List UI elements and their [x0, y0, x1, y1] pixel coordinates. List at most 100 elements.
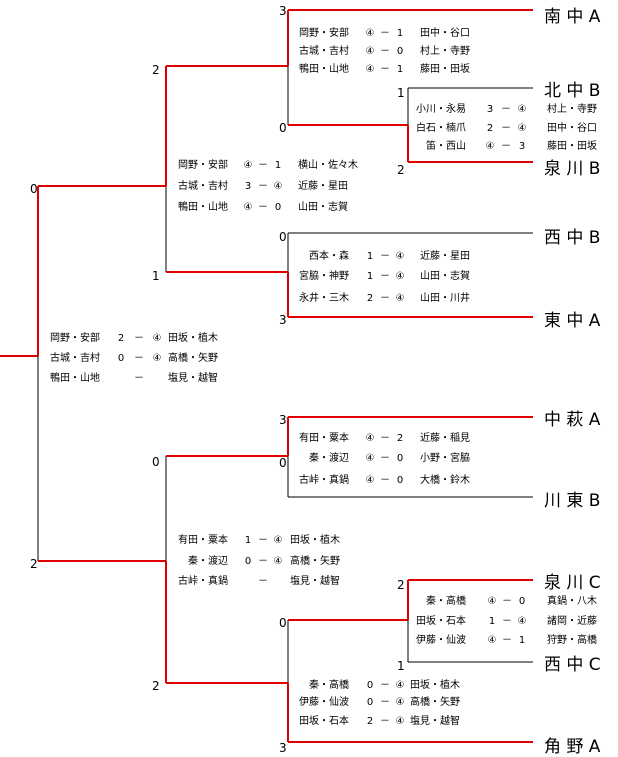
round-score: 3 — [279, 741, 287, 755]
match-pair-right: 近藤・星田 — [298, 179, 348, 192]
round-score: 2 — [397, 578, 405, 592]
match-game-score: 1 — [275, 160, 281, 171]
match-pair-left: 岡野・安部 — [178, 158, 228, 171]
match-game-score: ④ — [244, 202, 253, 213]
match-game-score: ④ — [366, 433, 375, 444]
match-pair-left: 鴨田・山地 — [50, 371, 100, 384]
match-game-score: 0 — [397, 475, 403, 486]
match-game-score: 1 — [397, 28, 403, 39]
match-dash: － — [380, 716, 390, 727]
match-game-score: ④ — [518, 104, 527, 115]
match-pair-right: 山田・川井 — [420, 291, 470, 304]
match-dash: － — [380, 271, 390, 282]
match-game-score: 0 — [397, 46, 403, 57]
match-dash: － — [502, 635, 512, 646]
match-dash: － — [502, 616, 512, 627]
round-score: 0 — [279, 121, 287, 135]
match-dash: － — [380, 293, 390, 304]
match-game-score: 3 — [519, 141, 525, 152]
round-score: 1 — [152, 269, 160, 283]
match-pair-left: 宮脇・神野 — [299, 269, 349, 282]
round-score: 2 — [152, 63, 160, 77]
match-game-score: 3 — [487, 104, 493, 115]
match-dash: － — [380, 680, 390, 691]
match-pair-right: 田中・谷口 — [547, 121, 597, 134]
round-score: 2 — [30, 557, 38, 571]
match-game-score: 0 — [397, 453, 403, 464]
match-dash: － — [134, 373, 144, 384]
round-score: 0 — [279, 616, 287, 630]
round-score: 3 — [279, 413, 287, 427]
team-name: 泉 川 C — [544, 573, 601, 593]
match-dash: － — [134, 353, 144, 364]
match-pair-right: 村上・寺野 — [420, 44, 470, 57]
match-pair-right: 塩見・越智 — [168, 371, 218, 384]
round-score: 0 — [279, 230, 287, 244]
match-game-score: ④ — [366, 64, 375, 75]
match-pair-left: 古城・吉村 — [299, 44, 349, 57]
match-pair-left: 秦・渡辺 — [309, 451, 349, 464]
match-game-score: 0 — [245, 556, 251, 567]
bracket-lines — [0, 9, 533, 743]
match-pair-right: 村上・寺野 — [547, 102, 597, 115]
match-pair-left: 秦・渡辺 — [188, 554, 228, 567]
match-game-score: ④ — [518, 123, 527, 134]
match-pair-left: 秦・高橋 — [309, 678, 349, 691]
match-pair-right: 藤田・田坂 — [420, 63, 470, 75]
match-pair-right: 藤田・田坂 — [547, 140, 597, 152]
match-game-score: ④ — [153, 333, 162, 344]
round-score: 3 — [279, 4, 287, 18]
match-game-score: 2 — [118, 333, 124, 344]
match-game-score: ④ — [274, 535, 283, 546]
match-pair-left: 白石・楠爪 — [416, 121, 466, 134]
match-dash: － — [380, 433, 390, 444]
match-dash: － — [502, 596, 512, 607]
match-dash: － — [258, 160, 268, 171]
round-score: 2 — [152, 679, 160, 693]
match-pair-right: 田坂・植木 — [410, 678, 460, 691]
match-game-score: 2 — [397, 433, 403, 444]
match-pair-left: 田坂・石本 — [299, 714, 349, 727]
match-pair-right: 真鍋・八木 — [547, 594, 597, 607]
match-game-score: 2 — [487, 123, 493, 134]
match-pair-right: 近藤・星田 — [420, 249, 470, 262]
match-dash: － — [258, 535, 268, 546]
match-dash: － — [501, 104, 511, 115]
round-score: 0 — [279, 456, 287, 470]
match-game-score: ④ — [396, 293, 405, 304]
match-dash: － — [380, 64, 390, 75]
match-pair-right: 横山・佐々木 — [298, 158, 358, 171]
match-pair-right: 塩見・越智 — [290, 574, 340, 587]
match-game-score: ④ — [153, 353, 162, 364]
match-game-score: ④ — [244, 160, 253, 171]
match-game-score: 0 — [367, 680, 373, 691]
match-game-score: 1 — [367, 271, 373, 282]
match-pair-right: 田坂・植木 — [290, 533, 340, 546]
match-game-score: 1 — [489, 616, 495, 627]
match-game-score: 0 — [519, 596, 525, 607]
match-game-score: 0 — [275, 202, 281, 213]
match-dash: － — [380, 475, 390, 486]
match-game-score: 2 — [367, 293, 373, 304]
team-name: 西 中 C — [544, 655, 601, 675]
match-pair-left: 古峠・真鍋 — [299, 473, 349, 486]
match-pair-left: 伊藤・仙波 — [416, 633, 466, 646]
team-name: 泉 川 B — [544, 159, 600, 179]
match-dash: － — [380, 46, 390, 57]
round-score: 0 — [30, 182, 38, 196]
match-game-score: ④ — [488, 596, 497, 607]
match-pair-left: 伊藤・仙波 — [299, 695, 349, 708]
match-pair-right: 田中・谷口 — [420, 26, 470, 39]
match-pair-right: 高橋・矢野 — [410, 695, 460, 708]
match-game-score: ④ — [396, 251, 405, 262]
match-pair-left: 古城・吉村 — [178, 179, 228, 192]
match-pair-left: 有田・粟本 — [178, 533, 228, 546]
match-game-score: ④ — [396, 680, 405, 691]
match-game-score: ④ — [396, 716, 405, 727]
match-pair-right: 塩見・越智 — [410, 714, 460, 727]
match-game-score: ④ — [396, 271, 405, 282]
match-pair-left: 永井・三木 — [299, 291, 349, 304]
match-pair-left: 古城・吉村 — [50, 351, 100, 364]
match-game-score: ④ — [486, 141, 495, 152]
